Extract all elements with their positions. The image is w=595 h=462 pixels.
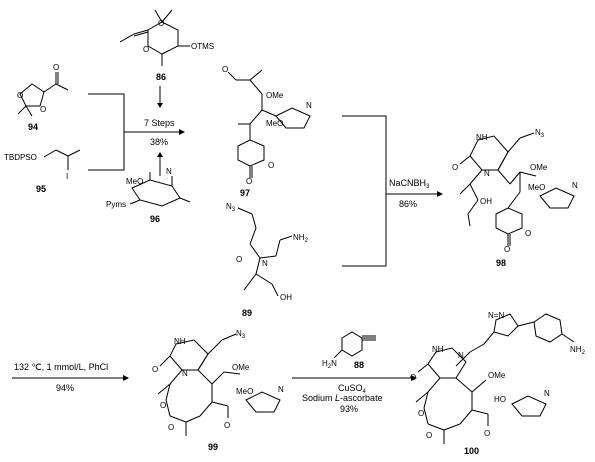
atom-n: N	[306, 101, 312, 110]
atom-meo: MeO	[266, 119, 283, 128]
atom-tbdpso: TBDPSO	[4, 153, 37, 162]
atom-nh: NH	[476, 133, 488, 142]
condition-step3-top: 132 ℃, 1 mmol/L, PhCl	[14, 362, 108, 372]
arrowhead	[157, 152, 163, 157]
arrowhead	[437, 191, 443, 197]
arrowhead	[157, 103, 163, 108]
atom-o: O	[152, 365, 158, 374]
atom-o: O	[236, 255, 242, 264]
atom-n: N	[262, 259, 268, 268]
compound-100-structure: N=N NH2 NH N O O OMe HO N O O	[410, 311, 586, 444]
arrowhead	[411, 375, 417, 381]
compound-97-label: 97	[240, 188, 250, 198]
atom-n3: N3	[236, 329, 246, 340]
atom-o: O	[426, 431, 432, 440]
atom-o: O	[504, 245, 510, 254]
compound-100-label: 100	[464, 446, 479, 456]
compound-98-structure: N3 NH N O OH OMe MeO N O O	[452, 128, 578, 254]
atom-otms: OTMS	[191, 42, 214, 51]
atom-ome: OMe	[232, 363, 250, 372]
atom-ome: OMe	[266, 91, 284, 100]
compound-99-structure: N3 NH N O O OMe MeO N O O	[152, 329, 284, 436]
condition-step1-bottom: 38%	[150, 137, 168, 147]
atom-o: O	[40, 105, 46, 114]
atom-o: O	[410, 373, 416, 382]
condition-step4-line3: 93%	[340, 404, 358, 414]
compound-96-label: 96	[150, 214, 160, 224]
atom-n3: N3	[535, 128, 545, 139]
compound-89-label: 89	[242, 308, 252, 318]
compound-95-label: 95	[36, 184, 46, 194]
atom-o: O	[484, 429, 490, 438]
compound-96-structure: N MeO Pyms	[106, 167, 191, 209]
atom-o: O	[168, 423, 174, 432]
atom-h2n: NH2	[570, 345, 586, 356]
atom-o: O	[17, 91, 23, 100]
compound-86-label: 86	[156, 72, 166, 82]
atom-n: N	[278, 385, 284, 394]
atom-o: O	[525, 229, 531, 238]
condition-step2-top: NaCNBH3	[389, 178, 430, 190]
atom-o: O	[158, 19, 164, 28]
atom-nh2: NH2	[293, 233, 309, 244]
condition-step4-line1: CuSO4	[338, 383, 367, 395]
atom-meo: MeO	[528, 183, 545, 192]
atom-o: O	[418, 409, 424, 418]
atom-n: N	[572, 181, 578, 190]
atom-o: O	[224, 421, 230, 430]
atom-meo: MeO	[236, 387, 253, 396]
atom-h2n: H2N	[322, 359, 337, 370]
arrowhead	[179, 129, 185, 135]
compound-99-label: 99	[208, 442, 218, 452]
compound-89-structure: N3 NH2 OH O N	[226, 202, 309, 302]
compound-94-structure: O O O	[17, 63, 69, 117]
atom-n: N	[544, 389, 550, 398]
compound-97-structure: O OMe MeO N O O	[222, 65, 312, 186]
bracket-97-89	[342, 115, 387, 267]
atom-nh: NH	[432, 345, 444, 354]
condition-step1-top: 7 Steps	[144, 118, 175, 128]
compound-94-label: 94	[28, 122, 38, 132]
atom-o: O	[160, 401, 166, 410]
atom-n: N	[484, 169, 490, 178]
atom-o: O	[268, 161, 274, 170]
atom-iodo: I	[66, 172, 68, 181]
atom-o: O	[222, 65, 228, 74]
atom-n3: N3	[226, 202, 236, 213]
atom-n: N	[166, 167, 172, 176]
condition-step4-line2: Sodium L-ascorbate	[302, 393, 383, 403]
atom-oh: OH	[480, 197, 492, 206]
atom-n: N	[458, 351, 464, 360]
atom-pyms: Pyms	[106, 200, 126, 209]
atom-o: O	[452, 163, 458, 172]
atom-ome: OMe	[530, 163, 548, 172]
bracket-94-95	[88, 93, 125, 171]
compound-88-structure: H2N	[322, 331, 376, 370]
compound-88-label: 88	[354, 360, 364, 370]
compound-95-structure: TBDPSO I	[4, 149, 81, 181]
atom-nh: NH	[174, 337, 186, 346]
atom-o: O	[143, 45, 149, 54]
atom-oh: OH	[280, 293, 292, 302]
atom-o: O	[53, 63, 59, 72]
arrowhead	[123, 375, 129, 381]
atom-o: O	[246, 177, 252, 186]
atom-ome: OMe	[488, 371, 506, 380]
condition-step3-bottom: 94%	[56, 383, 74, 393]
atom-n: N	[182, 369, 188, 378]
atom-ho: HO	[494, 395, 506, 404]
compound-98-label: 98	[496, 258, 506, 268]
condition-step2-bottom: 86%	[399, 199, 417, 209]
compound-86-structure: O O OTMS	[119, 9, 214, 66]
atom-nn: N=N	[488, 311, 504, 320]
atom-meo: MeO	[126, 177, 143, 186]
